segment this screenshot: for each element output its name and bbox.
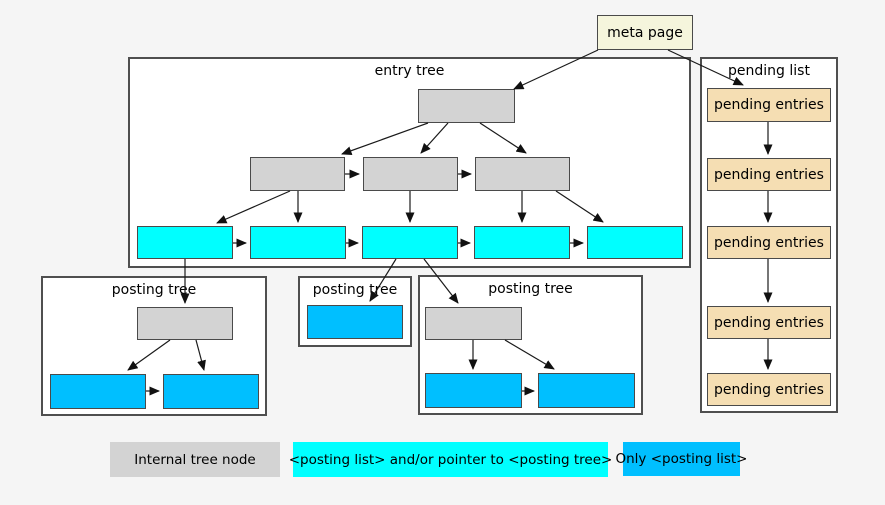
- meta-page-node: meta page: [597, 15, 693, 50]
- posting-tree-label-3: posting tree: [488, 281, 573, 297]
- posting-tree-3-root-node: [425, 307, 522, 340]
- pending-entries-node-3: pending entries: [707, 226, 831, 259]
- legend-internal-tree-node: Internal tree node: [110, 442, 280, 477]
- posting-tree-1-leaf-node-2: [163, 374, 259, 409]
- posting-tree-1-root-node: [137, 307, 233, 340]
- entry-tree-label: entry tree: [374, 63, 445, 79]
- posting-tree-2-leaf-node: [307, 305, 403, 339]
- entry-tree-leaf-node-4: [474, 226, 570, 259]
- entry-tree-leaf-node-5: [587, 226, 683, 259]
- pending-entries-node-5: pending entries: [707, 373, 831, 406]
- entry-tree-internal-node-2: [363, 157, 458, 191]
- legend-posting-list-or-tree: <posting list> and/or pointer to <postin…: [289, 442, 612, 477]
- pending-entries-node-2: pending entries: [707, 158, 831, 191]
- pending-entries-node-1: pending entries: [707, 88, 831, 122]
- legend-only-posting-list: Only <posting list>: [616, 442, 748, 476]
- posting-tree-1-leaf-node-1: [50, 374, 146, 409]
- entry-tree-leaf-node-3: [362, 226, 458, 259]
- entry-tree-leaf-node-1: [137, 226, 233, 259]
- entry-tree-internal-node-3: [475, 157, 570, 191]
- posting-tree-3-leaf-node-1: [425, 373, 522, 408]
- entry-tree-internal-node-1: [250, 157, 345, 191]
- posting-tree-label-1: posting tree: [111, 282, 197, 298]
- pending-entries-node-4: pending entries: [707, 306, 831, 339]
- entry-tree-root-node: [418, 89, 515, 123]
- pending-list-label: pending list: [728, 63, 810, 79]
- entry-tree-leaf-node-2: [250, 226, 346, 259]
- posting-tree-label-2: posting tree: [312, 282, 398, 298]
- posting-tree-3-leaf-node-2: [538, 373, 635, 408]
